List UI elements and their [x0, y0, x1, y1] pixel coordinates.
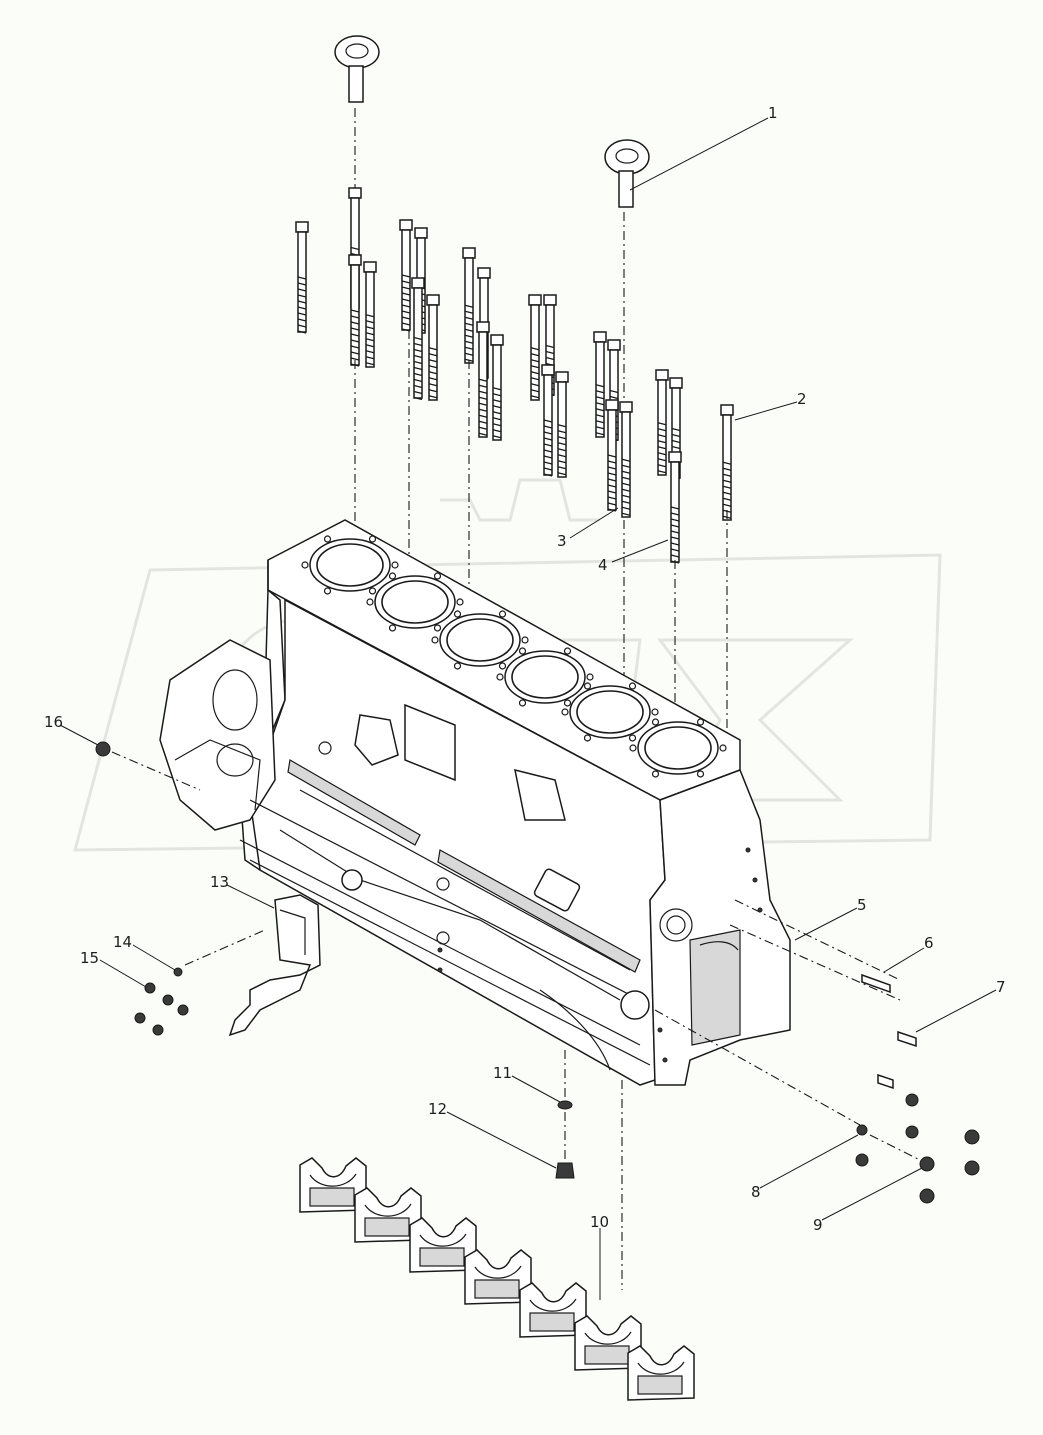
main-bearing-cap [299, 1157, 367, 1213]
main-bearing-cap [627, 1345, 695, 1401]
head-bolt [476, 321, 490, 438]
head-bolt [528, 294, 542, 401]
head-bolt [490, 334, 504, 441]
callout-2: 2 [797, 390, 807, 408]
head-bolt [605, 399, 619, 512]
cylinder-bore [561, 682, 659, 742]
callout-16: 16 [44, 713, 63, 731]
head-bolt [655, 369, 669, 476]
main-bearing-cap [574, 1315, 642, 1371]
callout-13: 13 [210, 873, 229, 891]
callout-11: 11 [493, 1064, 512, 1082]
head-bolt [426, 294, 440, 401]
callout-4: 4 [598, 556, 608, 574]
callout-7: 7 [996, 978, 1006, 996]
head-bolt [619, 401, 633, 518]
callout-5: 5 [857, 896, 867, 914]
cylinder-bore [629, 718, 727, 778]
lifting-eye-right [604, 139, 650, 500]
callout-numbers: 1 2 3 4 5 6 7 8 9 10 11 12 13 14 15 16 [44, 104, 1006, 1234]
head-bolt [399, 219, 413, 332]
main-bearing-cap [519, 1282, 587, 1338]
head-bolt [555, 371, 569, 478]
cylinder-bore [496, 647, 594, 707]
head-bolt [541, 364, 555, 477]
plug-16 [95, 741, 201, 791]
callout-10: 10 [590, 1213, 609, 1231]
callout-1: 1 [768, 104, 778, 122]
callout-8: 8 [751, 1183, 761, 1201]
lifting-eye-left [334, 35, 380, 190]
callout-6: 6 [924, 934, 934, 952]
main-bearing-cap [464, 1249, 532, 1305]
cylinder-bore [431, 610, 529, 670]
head-bolt [668, 451, 682, 564]
cylinder-bore [366, 572, 464, 632]
bolt-alignment-lines [354, 330, 728, 740]
bracket [228, 894, 321, 1037]
callout-3: 3 [557, 532, 567, 550]
main-bearing-cap [409, 1217, 477, 1273]
head-bolt-set [295, 187, 734, 564]
main-bearing-caps [299, 1157, 695, 1401]
cylinder-bores [301, 535, 727, 778]
main-bearing-cap [354, 1187, 422, 1243]
head-bolt [411, 277, 425, 401]
dowel-pins [729, 899, 917, 1090]
head-bolt [295, 221, 309, 334]
head-bolt [462, 247, 476, 364]
head-bolt [363, 261, 377, 368]
callout-9: 9 [813, 1216, 823, 1234]
callout-12: 12 [428, 1100, 447, 1118]
head-bolt [348, 254, 362, 367]
bracket-fasteners [134, 929, 266, 1036]
callout-15: 15 [80, 949, 99, 967]
drain-plug-assembly [555, 1050, 575, 1179]
callout-14: 14 [113, 933, 132, 951]
head-bolt [720, 404, 734, 521]
callout-leaders [59, 117, 997, 1300]
rear-plugs [654, 1009, 980, 1204]
head-bolt [593, 331, 607, 438]
cylinder-bore [301, 535, 399, 595]
